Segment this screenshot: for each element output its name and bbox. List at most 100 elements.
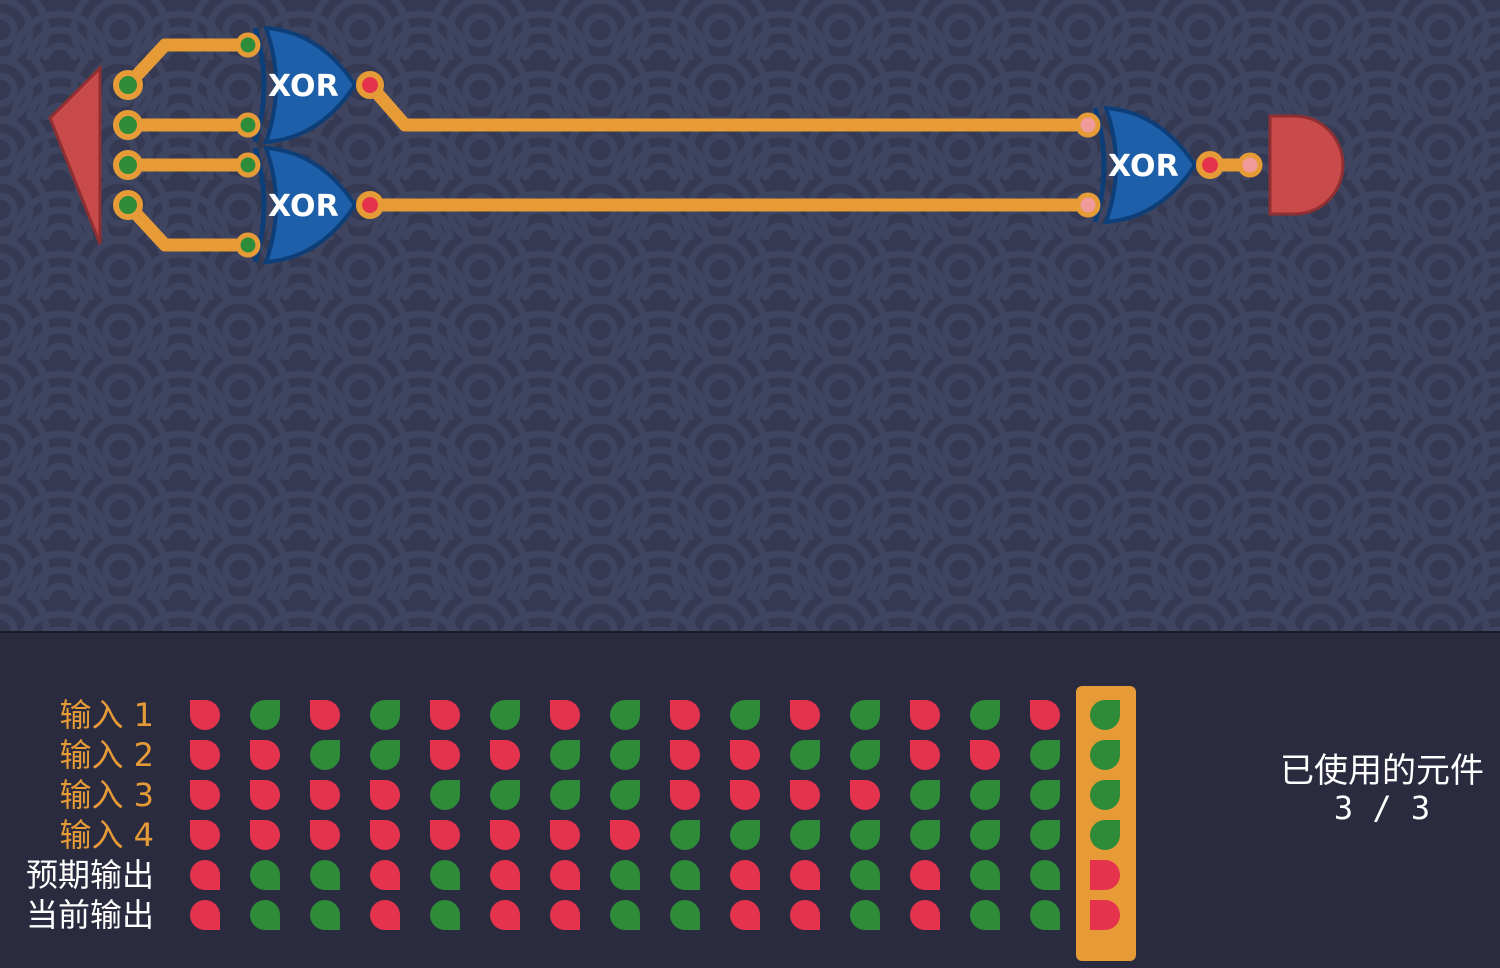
row-label-5: 预期输出 bbox=[25, 856, 154, 894]
xor-gate-1-out bbox=[356, 71, 384, 99]
bit-r3-c10 bbox=[730, 780, 760, 810]
bit-r2-c16 bbox=[1090, 740, 1120, 770]
bit-r3-c2 bbox=[250, 780, 280, 810]
bit-r1-c9 bbox=[670, 700, 700, 730]
xor-gate-2[interactable]: XOR bbox=[235, 145, 384, 265]
bit-r2-c6 bbox=[490, 740, 520, 770]
bit-r1-c5 bbox=[430, 700, 460, 730]
wire-in4-xor2 bbox=[121, 198, 255, 252]
bit-r2-c14 bbox=[970, 740, 1000, 770]
bit-r4-c8 bbox=[610, 820, 640, 850]
wires bbox=[121, 38, 1257, 252]
bit-r1-c6 bbox=[490, 700, 520, 730]
bit-r6-c16 bbox=[1090, 900, 1120, 930]
input-pins bbox=[113, 70, 143, 220]
bit-r6-c4 bbox=[370, 900, 400, 930]
bit-r5-c11 bbox=[790, 860, 820, 890]
bit-r3-c12 bbox=[850, 780, 880, 810]
bit-r4-c12 bbox=[850, 820, 880, 850]
xor-gate-2-label: XOR bbox=[268, 189, 339, 224]
bit-r5-c2 bbox=[250, 860, 280, 890]
bit-r3-c9 bbox=[670, 780, 700, 810]
bit-r2-c13 bbox=[910, 740, 940, 770]
bit-r5-c10 bbox=[730, 860, 760, 890]
bit-r3-c6 bbox=[490, 780, 520, 810]
input-pin-1 bbox=[113, 70, 143, 100]
bit-r3-c14 bbox=[970, 780, 1000, 810]
bit-r2-c2 bbox=[250, 740, 280, 770]
bit-r5-c15 bbox=[1030, 860, 1060, 890]
bit-r2-c12 bbox=[850, 740, 880, 770]
wire-in1-xor1 bbox=[121, 38, 255, 92]
bit-r2-c10 bbox=[730, 740, 760, 770]
xor-gate-1-pin-b bbox=[235, 112, 261, 138]
bit-r5-c12 bbox=[850, 860, 880, 890]
circuit-canvas[interactable]: XOR XOR XOR bbox=[0, 0, 1500, 631]
bit-r5-c16 bbox=[1090, 860, 1120, 890]
bit-r6-c1 bbox=[190, 900, 220, 930]
row-label-2: 输入 2 bbox=[59, 736, 154, 774]
bit-r4-c14 bbox=[970, 820, 1000, 850]
input-source[interactable] bbox=[48, 64, 102, 245]
xor-gate-3[interactable]: XOR bbox=[1075, 105, 1224, 225]
bit-r1-c16 bbox=[1090, 700, 1120, 730]
bit-r3-c15 bbox=[1030, 780, 1060, 810]
xor-gate-2-out bbox=[356, 191, 384, 219]
bit-r1-c11 bbox=[790, 700, 820, 730]
bit-r6-c5 bbox=[430, 900, 460, 930]
bit-r1-c3 bbox=[310, 700, 340, 730]
bit-r3-c7 bbox=[550, 780, 580, 810]
xor-gate-2-pin-a bbox=[235, 152, 261, 178]
bit-r2-c5 bbox=[430, 740, 460, 770]
bit-r2-c7 bbox=[550, 740, 580, 770]
output-sink[interactable] bbox=[1268, 114, 1345, 216]
xor-gate-3-out bbox=[1196, 151, 1224, 179]
bit-r6-c11 bbox=[790, 900, 820, 930]
bit-r5-c6 bbox=[490, 860, 520, 890]
bit-r1-c14 bbox=[970, 700, 1000, 730]
bit-r4-c5 bbox=[430, 820, 460, 850]
xor-gate-1[interactable]: XOR bbox=[235, 25, 384, 145]
bit-r3-c4 bbox=[370, 780, 400, 810]
bit-r4-c6 bbox=[490, 820, 520, 850]
circuit-board[interactable]: XOR XOR XOR bbox=[0, 0, 1500, 631]
xor-gate-3-label: XOR bbox=[1108, 149, 1179, 184]
bit-r5-c14 bbox=[970, 860, 1000, 890]
bit-r2-c1 bbox=[190, 740, 220, 770]
bit-r2-c9 bbox=[670, 740, 700, 770]
bit-r1-c2 bbox=[250, 700, 280, 730]
bit-r1-c1 bbox=[190, 700, 220, 730]
bit-r1-c10 bbox=[730, 700, 760, 730]
bit-r5-c3 bbox=[310, 860, 340, 890]
bit-r1-c12 bbox=[850, 700, 880, 730]
bit-r3-c3 bbox=[310, 780, 340, 810]
bit-r5-c4 bbox=[370, 860, 400, 890]
bit-r5-c1 bbox=[190, 860, 220, 890]
bit-r6-c13 bbox=[910, 900, 940, 930]
input-pin-2 bbox=[113, 110, 143, 140]
bit-r6-c7 bbox=[550, 900, 580, 930]
bit-r1-c4 bbox=[370, 700, 400, 730]
bit-r6-c3 bbox=[310, 900, 340, 930]
bit-r1-c13 bbox=[910, 700, 940, 730]
bit-r3-c13 bbox=[910, 780, 940, 810]
bit-r3-c1 bbox=[190, 780, 220, 810]
wave-background bbox=[0, 0, 1500, 631]
bit-r6-c8 bbox=[610, 900, 640, 930]
input-pin-3 bbox=[113, 150, 143, 180]
bit-r4-c3 bbox=[310, 820, 340, 850]
bit-r6-c14 bbox=[970, 900, 1000, 930]
bit-r5-c9 bbox=[670, 860, 700, 890]
bit-r1-c7 bbox=[550, 700, 580, 730]
bit-r3-c5 bbox=[430, 780, 460, 810]
bit-r1-c8 bbox=[610, 700, 640, 730]
bit-r4-c13 bbox=[910, 820, 940, 850]
bit-r6-c10 bbox=[730, 900, 760, 930]
output-pin bbox=[1237, 152, 1263, 178]
bit-r4-c11 bbox=[790, 820, 820, 850]
xor-gate-1-label: XOR bbox=[268, 69, 339, 104]
bit-r5-c8 bbox=[610, 860, 640, 890]
xor-gate-3-pin-b bbox=[1075, 192, 1101, 218]
bit-r6-c12 bbox=[850, 900, 880, 930]
